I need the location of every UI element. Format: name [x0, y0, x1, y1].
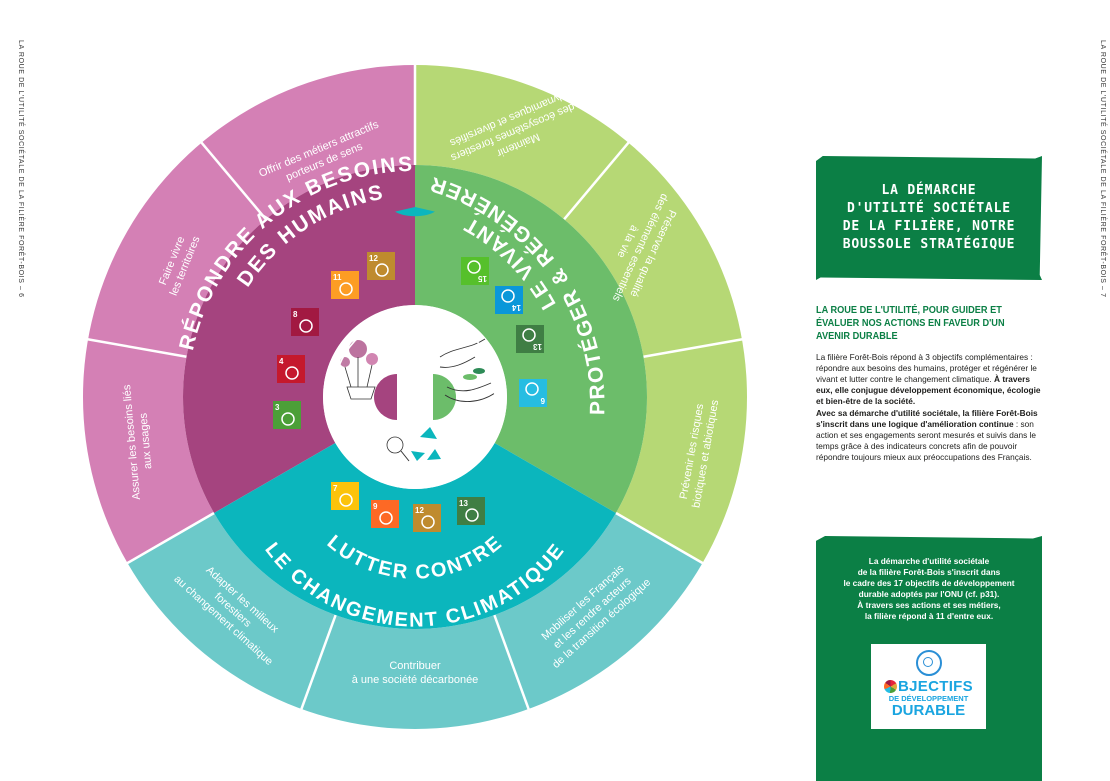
sdg-tile-14: 14	[495, 286, 523, 314]
sdg-tile-number: 3	[275, 403, 280, 412]
outer-divider-3	[125, 511, 215, 566]
approach-paragraph: Avec sa démarche d'utilité sociétale, la…	[816, 408, 1042, 463]
outer-divider-2	[299, 614, 337, 712]
drop-icon	[525, 382, 539, 396]
sdg-info-box: La démarche d'utilité sociétale de la fi…	[816, 536, 1042, 781]
outer-ring-dividers	[85, 63, 745, 712]
cube-icon	[379, 511, 393, 525]
sdg-tile-13: 13	[516, 325, 544, 353]
center-pie-hole	[406, 386, 424, 404]
infinity-icon	[421, 515, 435, 529]
inner-ring-segment-humans	[183, 165, 415, 513]
sdg-tile-12: 12	[367, 252, 395, 280]
outer-divider-5	[199, 140, 267, 221]
outer-divider-7	[563, 140, 631, 221]
eye-icon	[465, 508, 479, 522]
intro-paragraph-text: La filière Forêt-Bois répond à 3 objecti…	[816, 352, 1037, 384]
flowers-illustration-icon	[340, 340, 378, 400]
book-icon	[285, 366, 299, 380]
center-pie-climate	[395, 207, 435, 217]
sdg-tiles: 12 11 8 4 3 15 14 13 6 7 9 12 13	[273, 252, 547, 532]
sdg-wheel-icon	[884, 680, 898, 693]
sdg-tile-number: 12	[369, 254, 378, 263]
sdg-tile-number: 13	[459, 499, 468, 508]
sdg-tile-number: 9	[373, 502, 378, 511]
sdg-tile-number: 8	[293, 310, 298, 319]
recycling-illustration-icon	[386, 427, 441, 462]
sdg-tile-11: 11	[331, 271, 359, 299]
outer-divider-1	[493, 614, 531, 712]
sdg-tile-9: 9	[371, 500, 399, 528]
outer-ring-segment-climate	[127, 513, 703, 729]
title-box: LA DÉMARCHE D'UTILITÉ SOCIÉTALE DE LA FI…	[816, 156, 1042, 280]
page-running-header-left: LA ROUE DE L'UTILITÉ SOCIÉTALE DE LA FIL…	[17, 40, 24, 298]
sdg-logo-line3: DURABLE	[891, 702, 966, 719]
un-emblem-icon	[915, 650, 942, 676]
heartbeat-icon	[281, 412, 295, 426]
sdg-tile-8: 8	[291, 308, 319, 336]
sdg-tile-15: 15	[461, 257, 489, 285]
section-subtitle: LA ROUE DE L'UTILITÉ, POUR GUIDER ET ÉVA…	[816, 305, 1005, 342]
intro-paragraph-emphasis: À travers eux, elle conjugue développeme…	[816, 374, 1041, 406]
sdg-tile-6: 6	[519, 379, 547, 407]
cycle-arrows	[327, 309, 504, 484]
eye-icon	[522, 328, 536, 342]
sdg-tile-7: 7	[331, 482, 359, 510]
outer-divider-4	[85, 337, 187, 358]
sdg-tile-4: 4	[277, 355, 305, 383]
outer-divider-8	[643, 337, 745, 358]
page-title: LA DÉMARCHE D'UTILITÉ SOCIÉTALE DE LA FI…	[842, 183, 1016, 252]
hands-plant-illustration-icon	[439, 338, 496, 402]
cycle-arrow-living	[432, 314, 498, 396]
outer-ring-segment-living	[415, 65, 747, 563]
sdg-logo-line1: BJECTIFS	[871, 679, 986, 694]
cycle-arrow-climate	[336, 424, 494, 484]
sdg-tile-13: 13	[457, 497, 485, 525]
intro-paragraph: La filière Forêt-Bois répond à 3 objecti…	[816, 352, 1042, 407]
cycle-arrowhead-3	[327, 418, 339, 430]
city-icon	[339, 282, 353, 296]
sdg-tile-3: 3	[273, 401, 301, 429]
infinity-icon	[375, 263, 389, 277]
sdg-tile-number: 14	[512, 303, 521, 312]
sdg-logo: BJECTIFS DE DÉVELOPPEMENT DURABLE	[871, 644, 986, 729]
sun-icon	[339, 493, 353, 507]
sdg-tile-number: 11	[333, 273, 342, 282]
sdg-tile-number: 7	[333, 484, 338, 493]
approach-paragraph-text: : son action et ses engagements seront m…	[816, 419, 1036, 462]
sdg-tile-number: 6	[540, 396, 545, 405]
tree-icon	[467, 260, 481, 274]
approach-paragraph-emphasis: Avec sa démarche d'utilité sociétale, la…	[816, 408, 1038, 429]
outer-ring-segment-humans	[82, 65, 415, 563]
outer-divider-0	[615, 511, 705, 566]
sdg-logo-line2: DE DÉVELOPPEMENT	[888, 694, 969, 703]
fish-icon	[501, 289, 515, 303]
cycle-arrowhead-2	[491, 388, 504, 399]
inner-ring-segment-climate	[214, 443, 616, 629]
sdg-tile-number: 4	[279, 357, 284, 366]
growth-icon	[299, 319, 313, 333]
center-pie-humans	[374, 374, 397, 420]
utility-wheel: RÉPONDRE AUX BESOINS DES HUMAINS PROTÉGE…	[82, 63, 747, 729]
cycle-arrowhead-1	[400, 309, 411, 322]
center-pie-living	[433, 374, 456, 420]
sdg-tile-number: 12	[415, 506, 424, 515]
sdg-tile-number: 15	[478, 274, 487, 283]
sdg-tile-number: 13	[533, 342, 542, 351]
sdg-info-text: La démarche d'utilité sociétale de la fi…	[843, 556, 1015, 621]
page-running-header-right: LA ROUE DE L'UTILITÉ SOCIÉTALE DE LA FIL…	[1099, 40, 1106, 298]
cycle-arrow-humans	[332, 314, 408, 396]
sdg-tile-12: 12	[413, 504, 441, 532]
